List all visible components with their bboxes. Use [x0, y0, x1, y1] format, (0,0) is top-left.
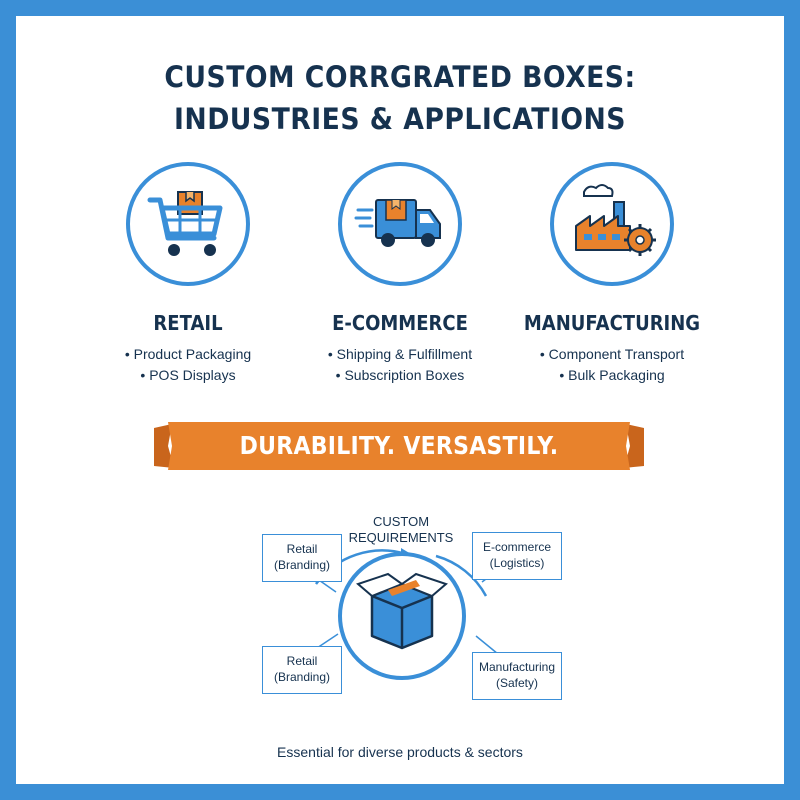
- node-retail-bottom: Retail (Branding): [262, 646, 342, 694]
- factory-gear-icon: [550, 162, 674, 286]
- node-line: Retail: [286, 654, 318, 668]
- center-label-line-2: REQUIREMENTS: [348, 530, 454, 545]
- industry-manufacturing: MANUFACTURING • Component Transport • Bu…: [492, 162, 732, 386]
- node-line: (Branding): [273, 558, 331, 572]
- node-line: Retail: [286, 542, 318, 556]
- center-label: CUSTOM REQUIREMENTS: [346, 514, 456, 546]
- page-title: CUSTOM CORRGRATED BOXES: INDUSTRIES & AP…: [47, 56, 754, 140]
- node-line: (Branding): [273, 670, 331, 684]
- manufacturing-item: • Component Transport: [539, 346, 685, 362]
- retail-item: • Product Packaging: [124, 346, 252, 362]
- node-line: E-commerce: [482, 540, 551, 554]
- node-line: (Logistics): [489, 556, 545, 570]
- open-box-icon: [356, 572, 448, 650]
- manufacturing-item: • Bulk Packaging: [559, 367, 665, 383]
- banner-text: DURABILITY. VERSASTILY. PROTECTION: [239, 431, 559, 512]
- node-line: Manufacturing: [478, 660, 556, 674]
- industry-retail: RETAIL • Product Packaging • POS Display…: [68, 162, 308, 386]
- manufacturing-title: MANUFACTURING: [523, 311, 701, 335]
- retail-title: RETAIL: [153, 311, 223, 335]
- shopping-cart-icon: [126, 162, 250, 286]
- retail-item: • POS Displays: [140, 367, 236, 383]
- node-ecommerce: E-commerce (Logistics): [472, 532, 562, 580]
- center-label-line-1: CUSTOM: [372, 514, 430, 529]
- delivery-truck-icon: [338, 162, 462, 286]
- requirements-diagram: CUSTOM REQUIREMENTS Retail (Branding) E-…: [16, 486, 784, 736]
- node-manufacturing: Manufacturing (Safety): [472, 652, 562, 700]
- title-line-2: INDUSTRIES & APPLICATIONS: [174, 102, 626, 136]
- node-retail-top: Retail (Branding): [262, 534, 342, 582]
- ribbon-banner: [154, 422, 644, 470]
- ecommerce-title: E-COMMERCE: [332, 311, 468, 335]
- industry-ecommerce: E-COMMERCE • Shipping & Fulfillment • Su…: [280, 162, 520, 386]
- infographic-frame: CUSTOM CORRGRATED BOXES: INDUSTRIES & AP…: [16, 16, 784, 784]
- ecommerce-item: • Shipping & Fulfillment: [327, 346, 473, 362]
- node-line: (Safety): [495, 676, 538, 690]
- title-line-1: CUSTOM CORRGRATED BOXES:: [164, 60, 636, 94]
- footer-text: Essential for diverse products & sectors: [277, 744, 523, 760]
- ecommerce-item: • Subscription Boxes: [335, 367, 465, 383]
